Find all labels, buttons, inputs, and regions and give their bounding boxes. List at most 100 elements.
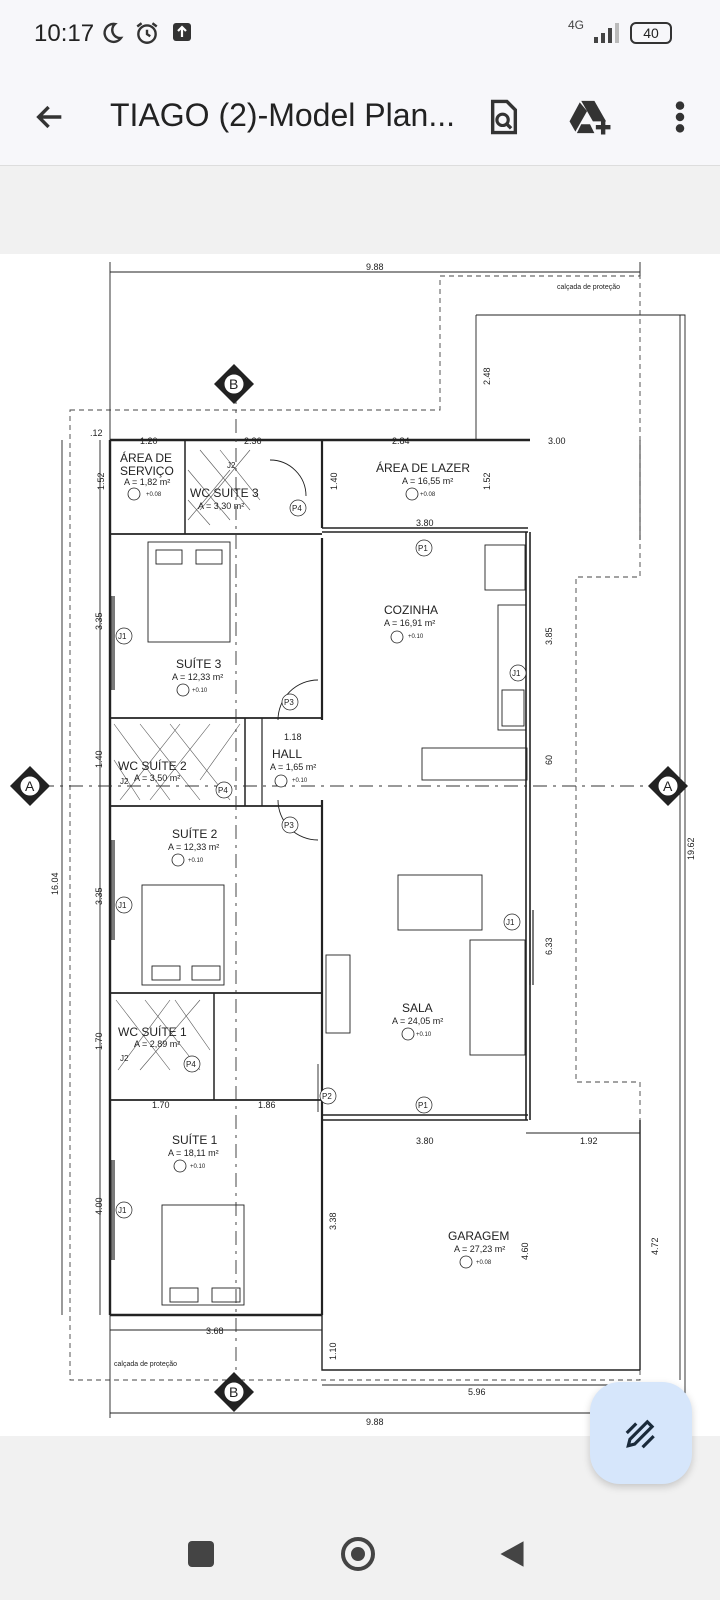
arrow-left-icon — [36, 105, 62, 129]
back-button[interactable] — [26, 93, 74, 141]
dim-236: 2.36 — [244, 436, 262, 446]
suite2-area: A = 12,33 m² — [168, 842, 219, 852]
dim-186: 1.86 — [258, 1100, 276, 1110]
document-search-icon — [490, 99, 518, 135]
wc-suite1-area: A = 2,89 m² — [134, 1039, 180, 1049]
room-cozinha: COZINHA — [384, 603, 438, 617]
window-tag-j1-sala: J1 — [506, 918, 515, 927]
section-marker-a-left: A — [10, 766, 50, 806]
area-lazer-area: A = 16,55 m² — [402, 476, 453, 486]
back-nav-button[interactable] — [498, 1539, 526, 1569]
door-tag-p2: P2 — [322, 1092, 332, 1101]
garagem-area: A = 27,23 m² — [454, 1244, 505, 1254]
room-wc-suite3: WC SUITE 3 — [190, 486, 259, 500]
room-sala: SALA — [402, 1001, 433, 1015]
more-vert-icon — [675, 101, 685, 133]
svg-text:A: A — [663, 778, 673, 794]
dim-380a: 3.80 — [416, 518, 434, 528]
dim-60: 60 — [544, 755, 554, 765]
door-tag-p1-bottom: P1 — [418, 1101, 428, 1110]
door-tag-p1-top: P1 — [418, 544, 428, 553]
level-suite2: +0.10 — [188, 858, 204, 864]
section-marker-b-top: B — [214, 364, 254, 404]
room-suite3: SUÍTE 3 — [176, 656, 222, 671]
drive-add-icon — [569, 100, 611, 135]
svg-text:A: A — [25, 778, 35, 794]
battery-indicator: 40 — [630, 22, 672, 44]
dim-118: 1.18 — [284, 732, 302, 742]
window-tag-j1-suite2: J1 — [118, 901, 127, 910]
calcada-bottom-label: calçada de proteção — [114, 1361, 177, 1368]
search-document-button[interactable] — [480, 93, 528, 141]
dim-300: 3.00 — [548, 436, 566, 446]
dim-596: 5.96 — [468, 1387, 486, 1397]
status-bar: 10:17 4G 40 — [0, 0, 720, 70]
window-tag-j1-cozinha: J1 — [512, 669, 521, 678]
section-marker-b-bottom: B — [214, 1372, 254, 1412]
dim-633: 6.33 — [544, 937, 554, 955]
sala-area: A = 24,05 m² — [392, 1016, 443, 1026]
window-tag-j1-suite1: J1 — [118, 1206, 127, 1215]
home-dot-icon — [351, 1547, 365, 1561]
dim-248: 2.48 — [482, 367, 492, 385]
home-button[interactable] — [341, 1537, 375, 1571]
svg-text:B: B — [229, 376, 238, 392]
alarm-icon — [136, 22, 158, 44]
more-options-button[interactable] — [656, 93, 704, 141]
level-sala: +0.10 — [416, 1032, 432, 1038]
dim-170h: 1.70 — [152, 1100, 170, 1110]
app-bar: TIAGO (2)-Model Plan... — [0, 70, 720, 166]
door-tag-p3-top: P3 — [284, 698, 294, 707]
level-suite3: +0.10 — [192, 688, 208, 694]
dim-335a: 3.35 — [94, 612, 104, 630]
dim-right-total: 19.62 — [686, 837, 696, 860]
room-wc-suite1: WC SUÍTE 1 — [118, 1024, 187, 1039]
dim-left-total: 16.04 — [50, 872, 60, 895]
calcada-top-label: calçada de proteção — [557, 284, 620, 291]
dim-120: 1.20 — [140, 436, 158, 446]
dim-140b: 1.40 — [94, 750, 104, 768]
hall-area: A = 1,65 m² — [270, 762, 316, 772]
svg-text:B: B — [229, 1384, 238, 1400]
edit-fab-button[interactable] — [590, 1382, 692, 1484]
room-hall: HALL — [272, 747, 302, 761]
network-label: 4G — [567, 18, 584, 32]
wc-suite3-area: A = 3,30 m² — [198, 501, 244, 511]
door-tag-p3-bottom: P3 — [284, 821, 294, 830]
door-tag-p4-suite1: P4 — [186, 1060, 196, 1069]
room-area-lazer: ÁREA DE LAZER — [376, 460, 470, 475]
dim-170v: 1.70 — [94, 1032, 104, 1050]
status-time: 10:17 — [34, 20, 95, 47]
dim-368: 3.68 — [206, 1326, 224, 1336]
dim-140a: 1.40 — [329, 472, 339, 490]
level-cozinha: +0.10 — [408, 634, 424, 640]
cozinha-area: A = 16,91 m² — [384, 618, 435, 628]
room-suite1: SUÍTE 1 — [172, 1132, 218, 1147]
add-to-drive-button[interactable] — [566, 93, 614, 141]
level-servico: +0.08 — [146, 492, 162, 498]
room-garagem: GARAGEM — [448, 1229, 509, 1243]
level-lazer: +0.08 — [420, 492, 436, 498]
door-tag-p4-suite2: P4 — [218, 786, 228, 795]
dim-152a: 1.52 — [96, 472, 106, 490]
area-servico-area: A = 1,82 m² — [124, 477, 170, 487]
dim-460: 4.60 — [520, 1242, 530, 1260]
suite1-area: A = 18,11 m² — [168, 1148, 219, 1158]
upload-icon — [173, 23, 191, 41]
dim-380b: 3.80 — [416, 1136, 434, 1146]
level-hall: +0.10 — [292, 778, 308, 784]
dim-335b: 3.35 — [94, 887, 104, 905]
dim-bottom-total: 9.88 — [366, 1417, 384, 1427]
dim-400: 4.00 — [94, 1197, 104, 1215]
suite3-area: A = 12,33 m² — [172, 672, 223, 682]
signal-icon — [594, 23, 619, 43]
window-tag-j1-suite3: J1 — [118, 632, 127, 641]
dim-110: 1.10 — [328, 1342, 338, 1360]
document-viewer[interactable]: 9.88 calçada de proteção 1.20 2.36 2.84 … — [0, 254, 720, 1436]
dim-385: 3.85 — [544, 627, 554, 645]
room-area-servico-l2: SERVIÇO — [120, 464, 174, 478]
window-tag-j2-suite2: J2 — [120, 777, 129, 786]
recents-button[interactable] — [188, 1541, 214, 1567]
room-area-servico-l1: ÁREA DE — [120, 450, 172, 465]
floor-plan: 9.88 calçada de proteção 1.20 2.36 2.84 … — [10, 262, 696, 1427]
